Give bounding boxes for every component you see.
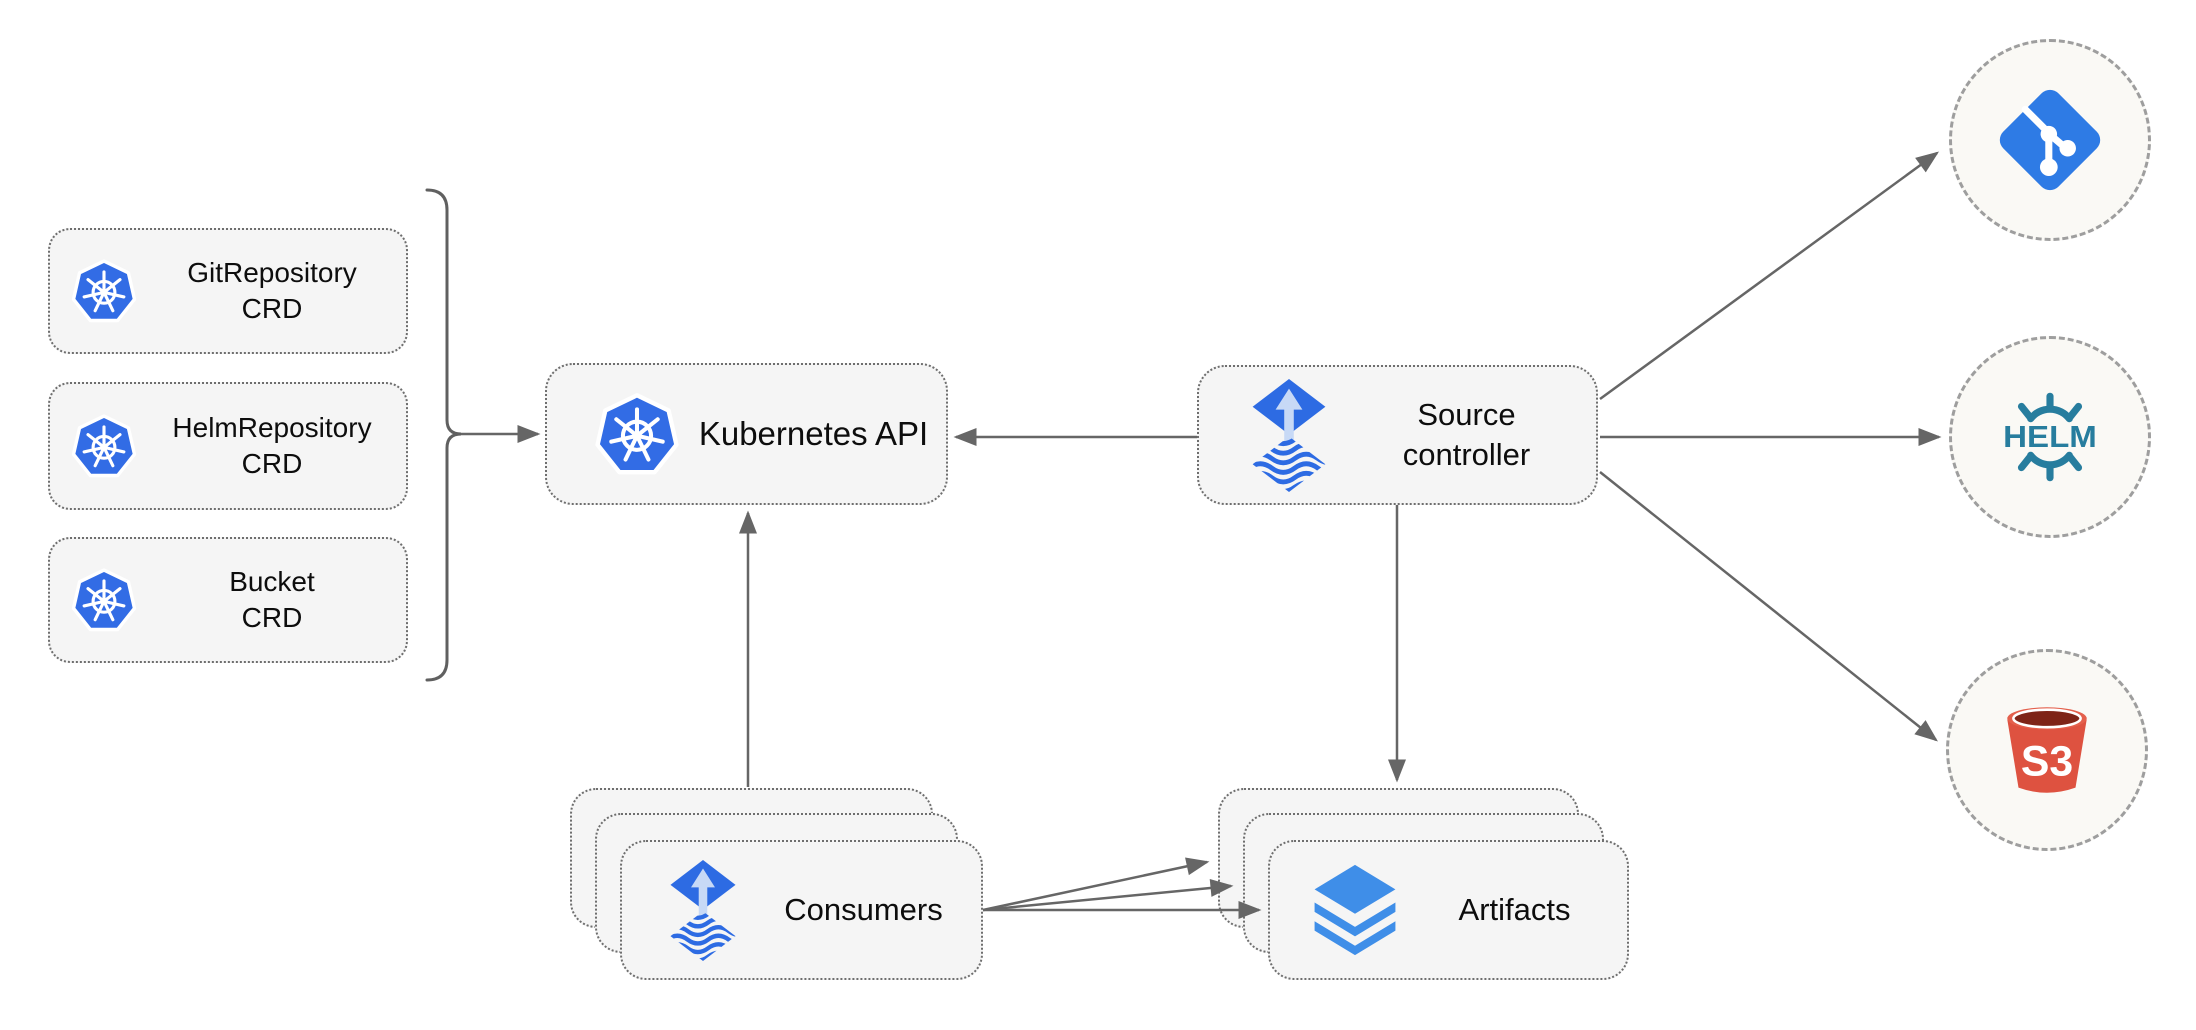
kubernetes-icon <box>70 566 138 634</box>
gitrepository-crd-label-line2: CRD <box>241 293 303 324</box>
kubernetes-icon <box>70 257 138 325</box>
bucket-crd-label-line1: Bucket <box>229 566 315 597</box>
circle-git-repository <box>1949 39 2151 241</box>
git-branch-icon <box>1991 81 2109 199</box>
helmrepository-crd-label-line1: HelmRepository <box>172 412 372 443</box>
node-artifacts: Artifacts <box>1268 840 1629 980</box>
gitrepository-crd-label: GitRepository CRD <box>138 255 406 327</box>
helmrepository-crd-label: HelmRepository CRD <box>138 410 406 482</box>
artifacts-label: Artifacts <box>1458 892 1571 927</box>
arrow-consumers-to-artifacts-1 <box>982 857 1210 912</box>
helmrepository-crd-label-line2: CRD <box>241 448 303 479</box>
node-helmrepository-crd: HelmRepository CRD <box>48 382 408 510</box>
layers-icon <box>1308 861 1402 959</box>
s3-bucket-icon: S3 <box>2007 707 2087 793</box>
bucket-crd-label: Bucket CRD <box>138 564 406 636</box>
node-source-controller: Source controller <box>1197 365 1598 505</box>
helm-logo-text: HELM <box>2003 420 2097 454</box>
source-controller-label-line1: Source <box>1417 397 1516 432</box>
node-bucket-crd: Bucket CRD <box>48 537 408 663</box>
node-consumers: Consumers <box>620 840 983 980</box>
bucket-crd-label-line2: CRD <box>241 602 303 633</box>
flux-source-icon <box>660 860 746 961</box>
source-controller-label: Source controller <box>1337 395 1596 475</box>
s3-logo-text: S3 <box>2021 737 2073 785</box>
circle-s3-bucket: S3 <box>1946 649 2148 851</box>
crd-group-bracket <box>425 188 462 682</box>
kubernetes-icon <box>70 412 138 480</box>
flux-source-icon <box>1241 379 1337 492</box>
arrow-consumers-to-artifacts-2 <box>982 879 1234 912</box>
source-controller-label-line2: controller <box>1402 437 1531 472</box>
kubernetes-api-label: Kubernetes API <box>698 415 929 452</box>
node-gitrepository-crd: GitRepository CRD <box>48 228 408 354</box>
node-kubernetes-api: Kubernetes API <box>545 363 948 505</box>
consumers-label: Consumers <box>784 892 943 927</box>
circle-helm-repository: HELM <box>1949 336 2151 538</box>
gitrepository-crd-label-line1: GitRepository <box>187 257 357 288</box>
arrow-source-to-git <box>1599 151 1940 401</box>
kubernetes-icon <box>593 390 681 478</box>
helm-wheel-icon: HELM <box>2003 392 2097 482</box>
arrow-source-to-s3 <box>1599 471 1938 742</box>
